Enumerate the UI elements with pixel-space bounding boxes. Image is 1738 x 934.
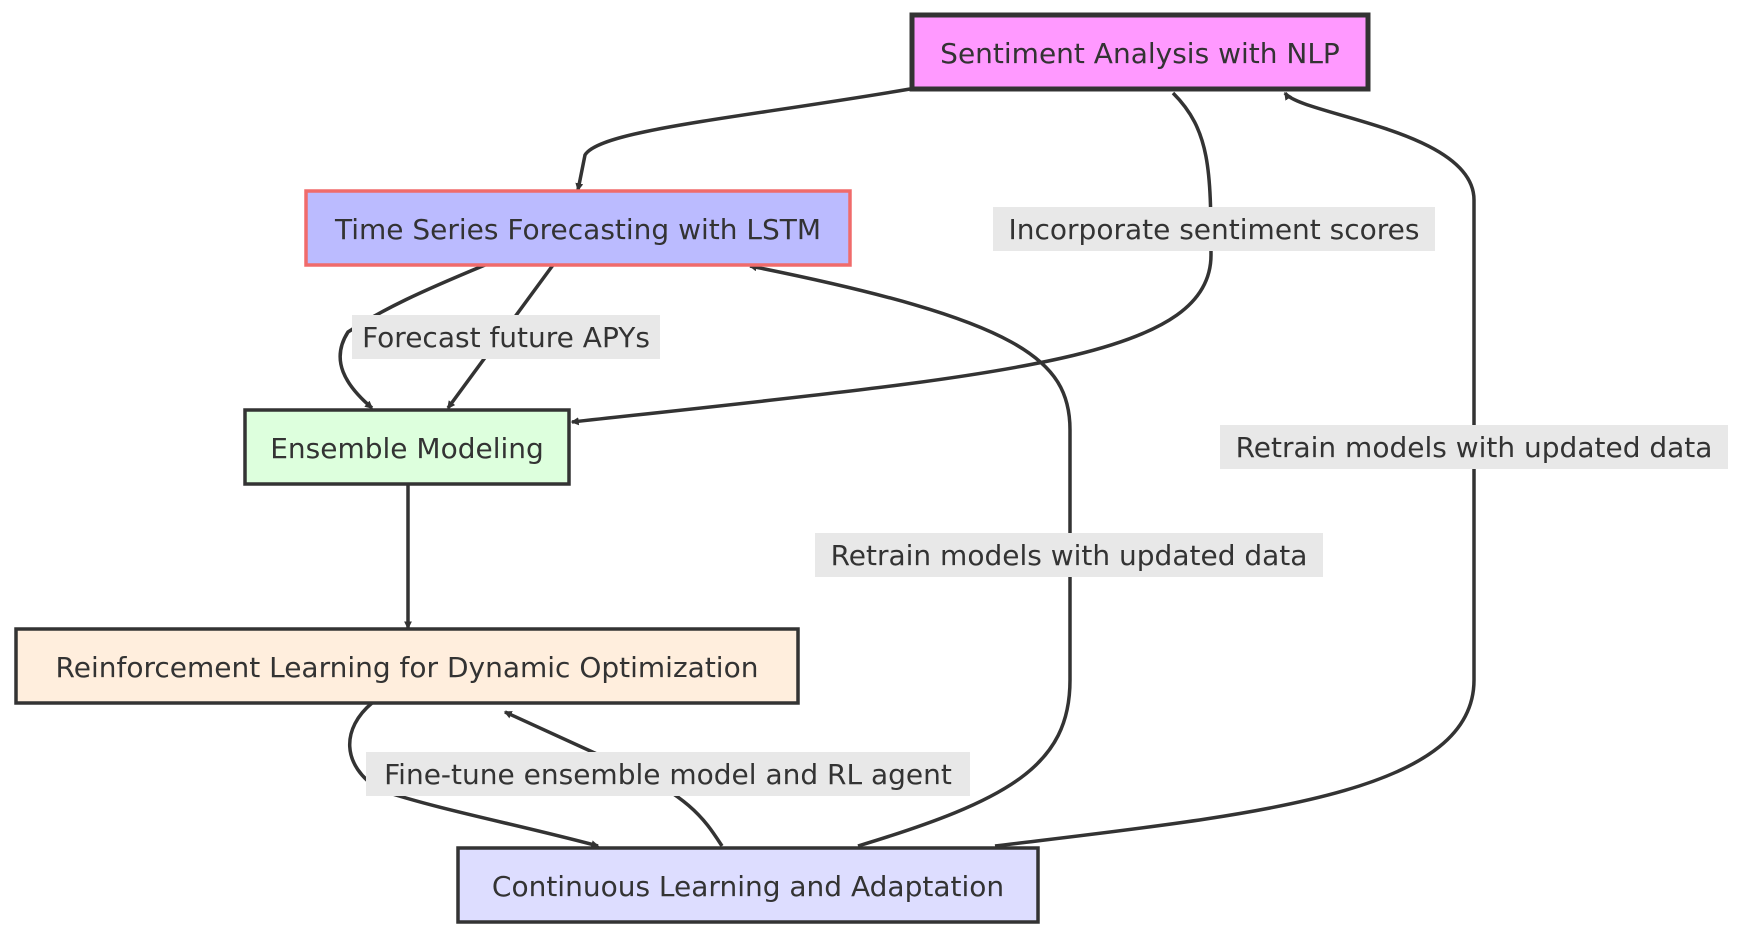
node-box [909,12,1371,92]
edge-label-forecast: Forecast future APYs [362,321,650,354]
edge-label-bg-forecast [352,315,660,359]
node-ensemble-modeling[interactable]: Ensemble Modeling [243,408,571,486]
node-reinforcement-learning[interactable]: Reinforcement Learning for Dynamic Optim… [14,627,800,705]
node-label: Continuous Learning and Adaptation [492,870,1004,903]
edge-label-retrain-sentiment: Retrain models with updated data [1236,431,1713,464]
node-box [456,846,1040,924]
edge-label-incorporate: Incorporate sentiment scores [1009,213,1420,246]
node-label: Reinforcement Learning for Dynamic Optim… [56,651,759,684]
edge-sentiment-to-lstm [575,87,911,192]
node-box [14,627,800,705]
node-label: Ensemble Modeling [270,432,544,465]
node-time-series-lstm[interactable]: Time Series Forecasting with LSTM [304,189,852,267]
node-sentiment-analysis[interactable]: Sentiment Analysis with NLP [909,12,1371,92]
node-box [243,408,571,486]
node-label: Time Series Forecasting with LSTM [334,213,821,246]
edge-sentiment-to-ensemble [570,91,1213,426]
edge-label-bg-incorporate [993,207,1435,251]
edge-continuous-to-sentiment [994,91,1476,848]
edge-label-bg-retrain-lstm [815,533,1323,577]
edge-labels: Incorporate sentiment scores Forecast fu… [352,207,1728,796]
node-label: Sentiment Analysis with NLP [940,37,1340,70]
edge-label-bg-finetune [366,752,970,796]
edge-label-retrain-lstm: Retrain models with updated data [831,539,1308,572]
edge-continuous-to-lstm [748,263,1072,848]
node-box [304,189,852,267]
edge-label-bg-retrain-sentiment [1220,425,1728,469]
edge-label-finetune: Fine-tune ensemble model and RL agent [384,758,952,791]
node-continuous-learning[interactable]: Continuous Learning and Adaptation [456,846,1040,924]
